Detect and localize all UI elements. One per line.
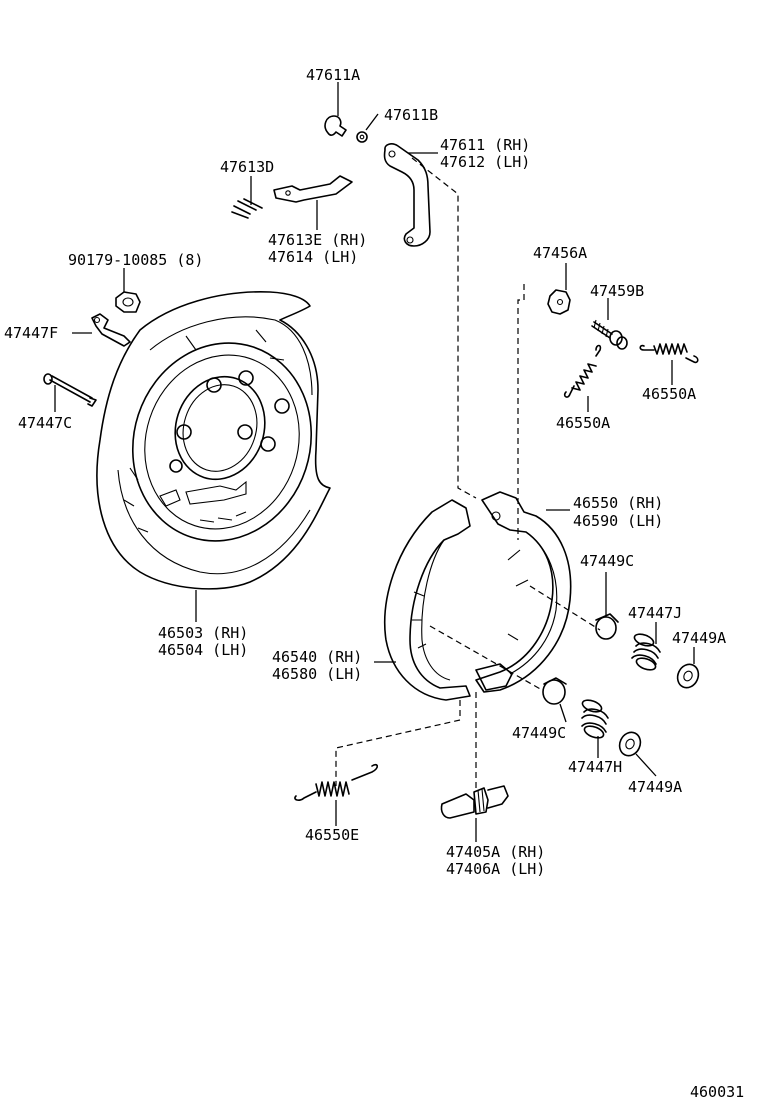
part-47611A-clip [324,115,347,137]
label-46580-lh: 46580 (LH) [272,665,362,683]
label-47405A-rh: 47405A (RH) [446,843,545,861]
part-47613E-strut [273,175,353,203]
part-47447C-pin [43,373,97,407]
part-46550A-spring-left [563,344,602,398]
label-47449A-upper: 47449A [672,629,726,647]
part-47447F-plate [91,313,131,347]
part-46540-brake-shoe-front [383,499,471,701]
label-47611-rh: 47611 (RH) [440,136,530,154]
label-47449C-lower: 47449C [512,724,566,742]
figure-code: 460031 [690,1083,744,1101]
label-46550-rh: 46550 (RH) [573,494,663,512]
label-47447H: 47447H [568,758,622,776]
part-47449A-washer-upper [676,663,700,689]
part-47449A-washer-lower [618,731,642,757]
label-47406A-lh: 47406A (LH) [446,860,545,878]
part-47447J-spring [631,633,661,671]
label-47456A: 47456A [533,244,587,262]
label-47459B: 47459B [590,282,644,300]
part-47459B-screw [591,319,628,350]
label-46550A-left: 46550A [556,414,610,432]
label-46550A-right: 46550A [642,385,696,403]
part-47449C-cup-lower [542,677,567,705]
label-47449C-upper: 47449C [580,552,634,570]
label-46540-rh: 46540 (RH) [272,648,362,666]
label-47612-lh: 47612 (LH) [440,153,530,171]
part-47405A-adjuster [440,785,509,819]
label-47614-lh: 47614 (LH) [268,248,358,266]
part-46503-backing-plate [96,291,331,590]
label-47613D: 47613D [220,158,274,176]
part-47449C-cup-upper [595,613,619,640]
part-47456A-plate [547,289,571,315]
part-47447H-spring [581,699,609,739]
part-labels: 47611A 47611B 47611 (RH) 47612 (LH) 4761… [4,66,744,1101]
leader-lines [54,82,695,842]
label-47447J: 47447J [628,604,682,622]
label-46590-lh: 46590 (LH) [573,512,663,530]
part-46550-brake-shoe-rear [475,491,572,693]
label-47449A-lower: 47449A [628,778,682,796]
label-46504-lh: 46504 (LH) [158,641,248,659]
part-46550E-spring [294,763,379,801]
label-47613E-rh: 47613E (RH) [268,231,367,249]
label-47447F: 47447F [4,324,58,342]
part-47613D-pins [231,198,263,219]
label-46503-rh: 46503 (RH) [158,624,248,642]
label-46550E: 46550E [305,826,359,844]
label-47611A: 47611A [306,66,360,84]
dashed-assembly-lines [335,157,601,788]
label-47611B: 47611B [384,106,438,124]
part-90179-nut [115,291,141,313]
part-46550A-spring-right [639,343,699,364]
part-47611-parking-lever [383,143,431,247]
label-90179-10085: 90179-10085 (8) [68,251,203,269]
part-47611B-washer [356,131,368,143]
label-47447C: 47447C [18,414,72,432]
